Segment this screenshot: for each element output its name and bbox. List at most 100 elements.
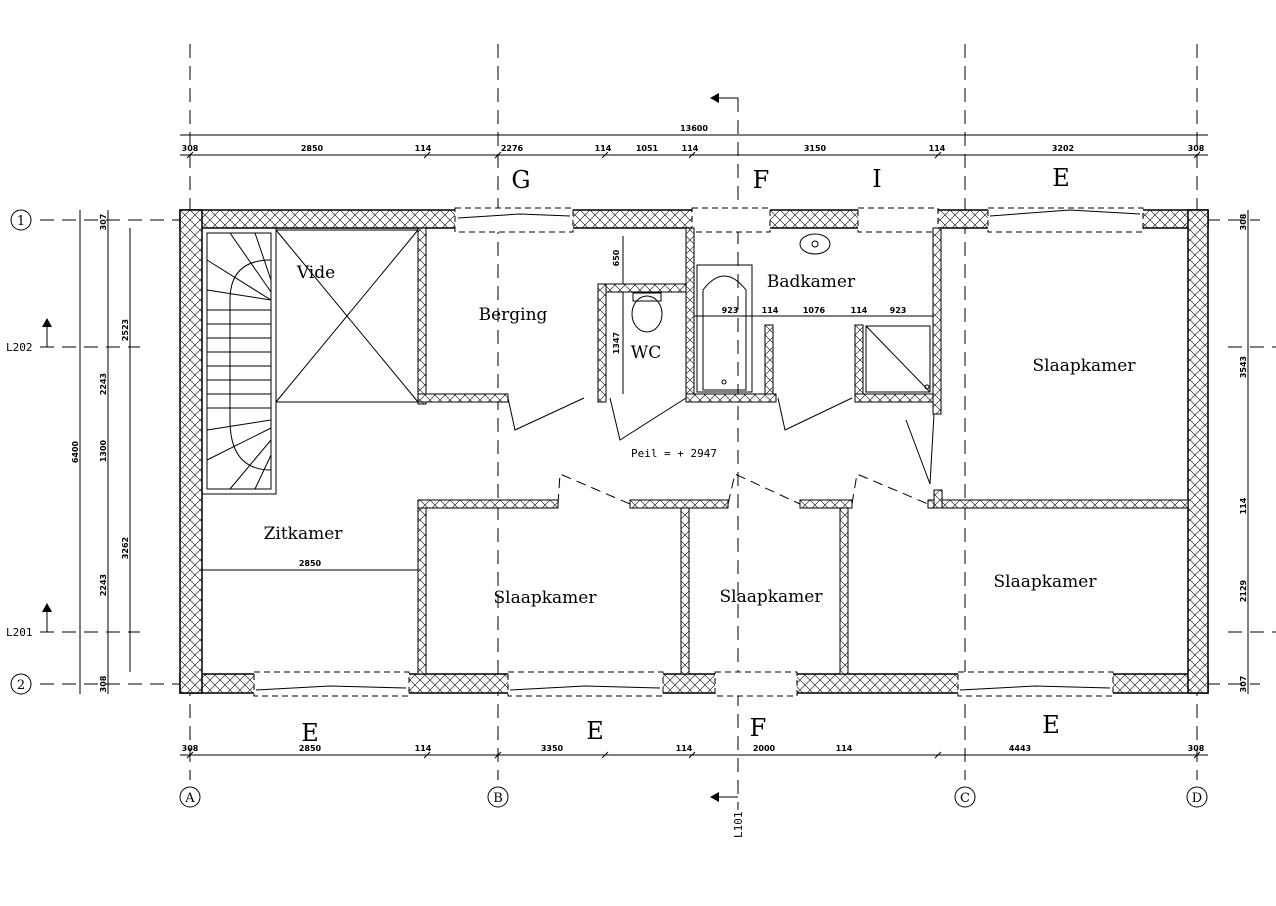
dim-left-label: 1300 (99, 439, 108, 462)
dim-bath-label: 923 (722, 306, 739, 315)
room-label-slaapkamer-s2: Slaapkamer (720, 587, 824, 607)
bath-fixtures (694, 233, 933, 393)
dim-top-label: 114 (595, 144, 612, 153)
dim-top-label: 2276 (501, 144, 524, 153)
dimension-tick (601, 151, 609, 159)
dimension-tick (186, 751, 194, 759)
dim-left-b-label: 3262 (121, 537, 130, 559)
dim-left: 6400 307 2243 1300 2243 308 2523 3262 (71, 214, 130, 693)
grid-label-1: 1 (17, 214, 25, 229)
dimension-tick (688, 751, 696, 759)
section-label-l202: L202 (6, 341, 33, 354)
grid-label-d: D (1192, 791, 1202, 806)
section-label-l101: L101 (732, 812, 745, 839)
dim-top: 308 2850 114 2276 114 1051 114 3150 114 … (182, 144, 1205, 153)
window-code-bot-e1: E (301, 719, 319, 747)
dim-right-label: 307 (1239, 676, 1248, 693)
dim-top-label: 3150 (804, 144, 827, 153)
dimension-tick (423, 751, 431, 759)
dim-bottom-label: 114 (415, 744, 432, 753)
dim-right-label: 2129 (1239, 579, 1248, 602)
dim-top-label: 1051 (636, 144, 659, 153)
dim-top-label: 2850 (301, 144, 324, 153)
dim-bath-label: 1076 (803, 306, 826, 315)
dimension-tick (1193, 751, 1201, 759)
window-code-bot-e2: E (586, 717, 604, 745)
dim-bottom-label: 4443 (1009, 744, 1031, 753)
room-label-slaapkamer-s1: Slaapkamer (494, 588, 598, 608)
dimension-ticks (186, 151, 1201, 759)
window-code-bot-f: F (750, 714, 767, 742)
dimension-tick (494, 151, 502, 159)
dim-top-label: 114 (415, 144, 432, 153)
dim-bottom: 308 2850 114 3350 114 2000 114 4443 308 (182, 744, 1205, 753)
dim-bath-label: 923 (890, 306, 907, 315)
window-code-top-i: I (872, 165, 881, 193)
dim-left-label: 307 (99, 214, 108, 231)
dim-top-label: 114 (682, 144, 699, 153)
interior-walls (417, 227, 1189, 675)
dim-bottom-label: 308 (182, 744, 199, 753)
dim-top-label: 308 (1188, 144, 1205, 153)
section-markers: L101 L202 L201 (6, 93, 745, 838)
dim-left-label: 308 (99, 675, 108, 692)
dim-left-label: 2243 (99, 574, 108, 596)
dimension-tick (601, 751, 609, 759)
doors (507, 397, 935, 505)
room-label-slaapkamer-se: Slaapkamer (994, 572, 1098, 592)
grid-label-b: B (493, 791, 503, 806)
dim-bottom-label: 2000 (753, 744, 776, 753)
dimension-tick (934, 151, 942, 159)
window-code-top-g: G (511, 166, 530, 194)
wc-fixtures (622, 236, 663, 394)
room-label-berging: Berging (479, 305, 548, 325)
top-windows (454, 207, 1144, 233)
grid-label-a: A (184, 791, 195, 806)
level-note: Peil = + 2947 (631, 447, 717, 460)
dim-bottom-label: 3350 (541, 744, 564, 753)
dim-bottom-label: 114 (676, 744, 693, 753)
vide-void (275, 229, 419, 403)
dim-right: 308 3543 114 2129 307 (1239, 213, 1248, 692)
dimension-tick (186, 151, 194, 159)
room-label-slaapkamer-ne: Slaapkamer (1033, 356, 1137, 376)
dim-right-label: 3543 (1239, 356, 1248, 378)
room-label-badkamer: Badkamer (767, 272, 856, 292)
dimension-tick (1193, 151, 1201, 159)
stair (201, 227, 277, 495)
dim-right-label: 308 (1239, 213, 1248, 230)
dim-wc-650: 650 (612, 249, 621, 266)
room-label-zitkamer: Zitkamer (264, 524, 344, 544)
dim-bottom-label: 308 (1188, 744, 1205, 753)
section-label-l201: L201 (6, 626, 33, 639)
dim-top-label: 308 (182, 144, 199, 153)
dim-bath-label: 114 (762, 306, 779, 315)
dimension-tick (688, 151, 696, 159)
window-code-bot-e3: E (1042, 711, 1060, 739)
dim-left-overall: 6400 (71, 440, 80, 463)
room-labels: Vide Berging WC Badkamer Slaapkamer Zitk… (264, 263, 1137, 608)
grid-label-c: C (960, 791, 970, 806)
dimension-tick (423, 151, 431, 159)
room-label-wc: WC (631, 343, 661, 363)
dim-wc-1347: 1347 (612, 332, 621, 354)
dim-zitkamer: 2850 (299, 559, 322, 568)
dim-bottom-label: 2850 (299, 744, 322, 753)
room-label-vide: Vide (296, 263, 335, 283)
dim-overall: 13600 (680, 124, 708, 133)
dim-top-label: 114 (929, 144, 946, 153)
grid-label-2: 2 (17, 678, 25, 693)
grid-bubbles: A B C D 1 2 (10, 209, 1208, 808)
dim-right-label: 114 (1239, 497, 1248, 514)
dim-bath-label: 114 (851, 306, 868, 315)
window-codes: G F I E E E F E (301, 164, 1070, 747)
dim-left-label: 2243 (99, 373, 108, 395)
dim-bottom-label: 114 (836, 744, 853, 753)
window-code-top-e: E (1052, 164, 1070, 192)
window-code-top-f: F (753, 166, 770, 194)
dimension-tick (494, 751, 502, 759)
dimension-tick (934, 751, 942, 759)
bottom-windows (253, 671, 1114, 697)
interior-dims: 650 1347 923 114 1076 114 923 2850 (202, 249, 907, 571)
